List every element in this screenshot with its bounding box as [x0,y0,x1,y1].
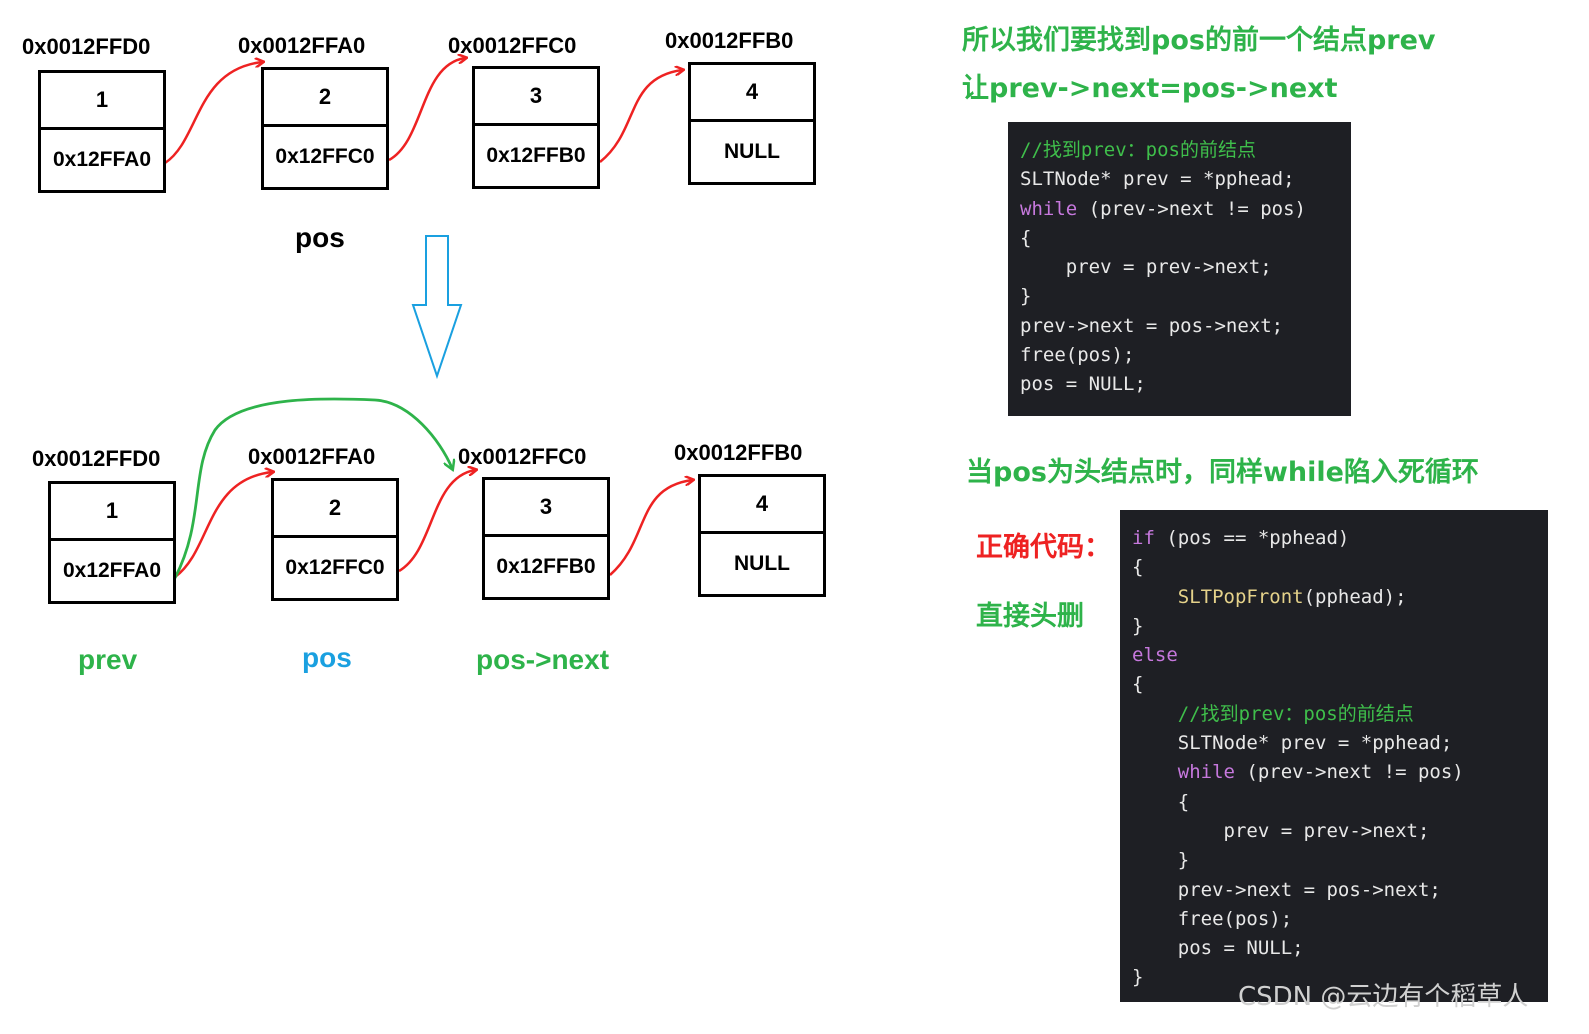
link-arrow-b-3-4 [609,480,692,576]
node-value: 2 [274,481,396,538]
note-relink: 让prev->next=pos->next [962,73,1338,104]
code-line: prev->next = pos->next; [1020,314,1284,337]
code-text: (pos == *pphead) [1154,527,1350,549]
code-line: { [1020,226,1032,249]
link-arrow-2-3 [388,58,465,162]
node-next: 0x12FFC0 [285,556,385,579]
code-line: pos = NULL; [1020,373,1146,396]
list-node: 2 0x12FFC0 [271,478,399,601]
node-address: 0x0012FFA0 [238,33,366,58]
note-head-delete: 直接头删 [976,601,1084,632]
code-line: while (prev->next != pos) [1020,195,1339,224]
code-line: free(pos); [1020,344,1135,367]
list-node: 1 0x12FFA0 [38,70,166,193]
code-line: if (pos == *pphead) [1132,524,1536,553]
code-text: (prev->next != pos) [1077,197,1306,220]
node-next: 0x12FFC0 [275,145,375,168]
code-text: (prev->next != pos) [1234,761,1464,784]
code-line: free(pos); [1132,907,1293,930]
node-value: 1 [51,484,173,541]
list-node: 4 NULL [688,62,816,185]
link-arrow-b-2-3 [398,470,475,573]
code-line: } [1132,614,1144,637]
list-node: 4 NULL [698,474,826,597]
code-block-1: //找到prev：pos的前结点 SLTNode* prev = *pphead… [1008,122,1351,416]
code-line: { [1132,556,1144,579]
node-address: 0x0012FFC0 [458,444,587,469]
code-indent [1132,761,1178,783]
node-value: 4 [691,65,813,122]
pos-label: pos [302,642,352,673]
code-keyword: while [1020,197,1078,220]
note-dead-loop: 当pos为头结点时，同样while陷入死循环 [966,457,1479,488]
node-next: NULL [724,140,780,163]
code-line: while (prev->next != pos) [1132,758,1536,787]
code-line: prev->next = pos->next; [1132,878,1441,901]
code-line: { [1132,790,1190,813]
note-correct-code: 正确代码： [976,532,1111,563]
node-next: 0x12FFB0 [486,144,586,167]
node-address: 0x0012FFA0 [248,444,376,469]
code-line: } [1020,285,1032,308]
prev-label: prev [78,644,138,675]
node-value: 3 [485,480,607,537]
link-arrow-b-1-2 [174,472,272,579]
node-value: 1 [41,73,163,130]
code-function: SLTPopFront [1132,585,1304,608]
node-address: 0x0012FFD0 [32,446,161,471]
code-line: //找到prev：pos的前结点 [1020,139,1256,161]
node-next: 0x12FFB0 [496,555,596,578]
code-line: } [1132,966,1144,989]
code-line: prev = prev->next; [1020,256,1272,279]
code-line: } [1132,849,1190,872]
code-line: prev = prev->next; [1132,819,1430,842]
code-line: SLTNode* prev = *pphead; [1132,732,1453,755]
link-arrow-1-2 [164,62,262,165]
node-address: 0x0012FFC0 [448,33,577,58]
node-next: NULL [734,552,790,575]
code-line: SLTPopFront(pphead); [1132,583,1536,612]
code-block-2: if (pos == *pphead) { SLTPopFront(pphead… [1120,510,1548,1002]
code-line: else [1132,644,1178,667]
pos-next-label: pos->next [476,644,610,675]
node-value: 4 [701,477,823,534]
node-next: 0x12FFA0 [52,148,152,171]
pos-label: pos [295,222,345,253]
list-node: 3 0x12FFB0 [472,66,600,189]
node-address: 0x0012FFD0 [22,34,151,59]
node-address: 0x0012FFB0 [674,440,803,465]
down-arrow-icon [411,235,463,380]
node-address: 0x0012FFB0 [665,28,794,53]
node-next: 0x12FFA0 [62,559,162,582]
code-keyword: while [1177,761,1235,784]
link-arrow-3-4 [599,70,682,163]
code-line: SLTNode* prev = *pphead; [1020,168,1295,191]
code-keyword: if [1132,527,1155,549]
code-line: { [1132,673,1144,696]
watermark: CSDN @云边有个稻草人 [1238,982,1529,1012]
code-line: //找到prev：pos的前结点 [1132,702,1414,725]
note-find-prev: 所以我们要找到pos的前一个结点prev [962,25,1436,56]
list-node: 2 0x12FFC0 [261,67,389,190]
code-line: pos = NULL; [1132,937,1304,960]
list-node: 1 0x12FFA0 [48,481,176,604]
node-value: 2 [264,70,386,127]
list-node: 3 0x12FFB0 [482,477,610,600]
node-value: 3 [475,69,597,126]
code-text: (pphead); [1303,585,1407,608]
